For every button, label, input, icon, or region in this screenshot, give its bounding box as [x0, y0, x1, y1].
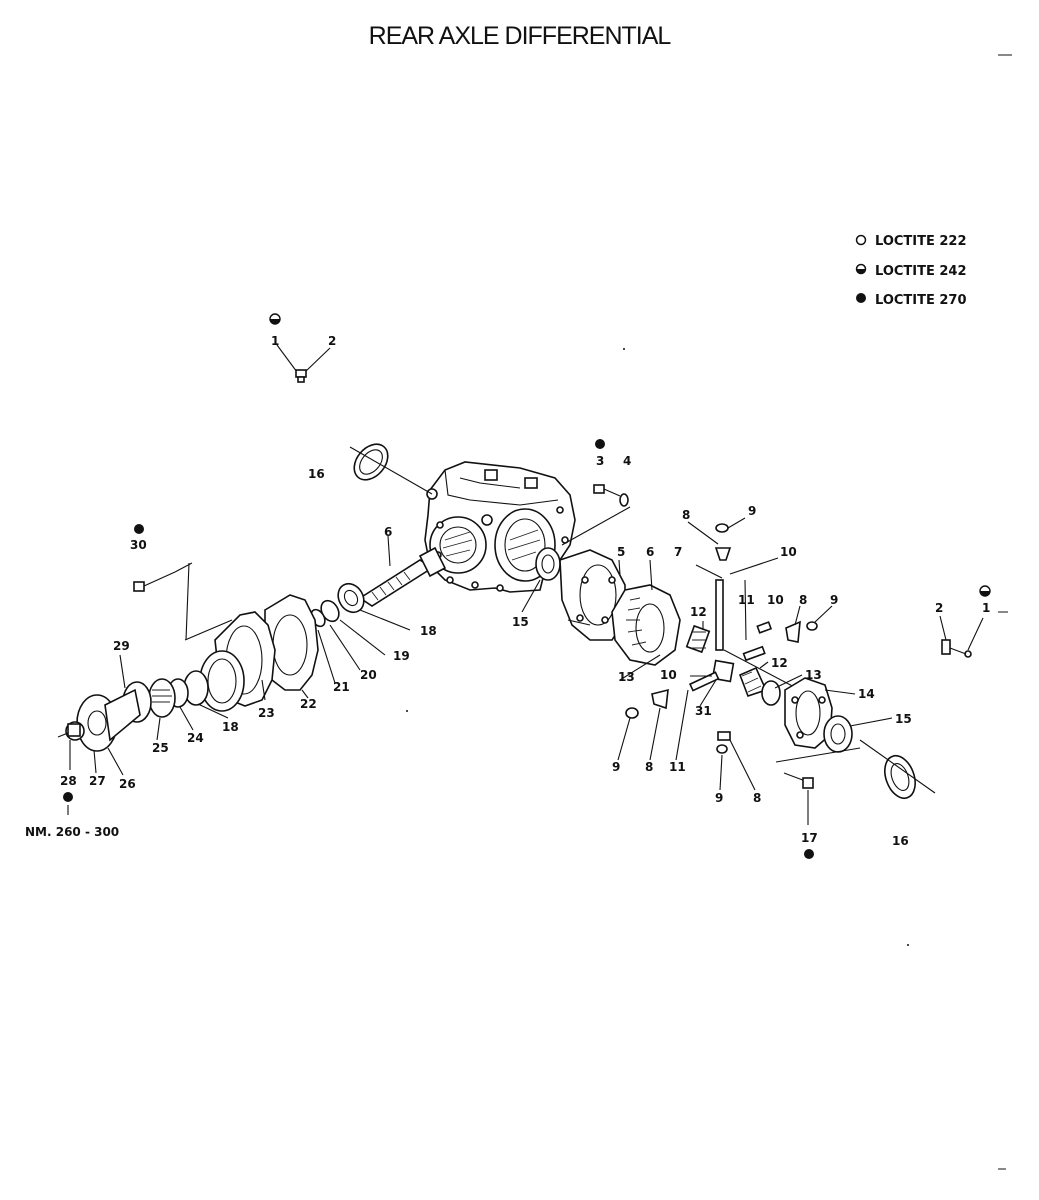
housing-cover [184, 594, 319, 712]
part-label: 9 [830, 593, 838, 607]
part-label: 29 [113, 639, 130, 653]
upper-oil-seal [349, 443, 433, 495]
housing-bolt [561, 439, 631, 546]
part-label: 26 [119, 777, 136, 791]
half-circle-icon [269, 313, 281, 325]
part-label: 1 [271, 334, 279, 348]
legend-item-loctite-222: LOCTITE 222 [875, 234, 967, 249]
part-label: 12 [690, 605, 707, 619]
part-label: 15 [512, 615, 529, 629]
legend-item-loctite-270: LOCTITE 270 [875, 293, 967, 308]
part-label: 16 [308, 467, 325, 481]
torque-note: NM. 260 - 300 [25, 825, 119, 839]
filled-circle-icon [856, 293, 866, 303]
part-label: 9 [612, 760, 620, 774]
part-label: 18 [420, 624, 437, 638]
legend-item-loctite-242: LOCTITE 242 [875, 264, 967, 279]
pinion-bearings [310, 582, 411, 684]
part-label: 6 [384, 525, 392, 539]
part-label: 8 [753, 791, 761, 805]
part-label: 6 [646, 545, 654, 559]
part-label: 5 [617, 545, 625, 559]
right-bolt-group [939, 585, 991, 658]
part-label: 12 [771, 656, 788, 670]
part-label: 8 [799, 593, 807, 607]
part-label: 19 [393, 649, 410, 663]
part-label: 20 [360, 668, 377, 682]
part-label: 10 [767, 593, 784, 607]
part-label: 15 [895, 712, 912, 726]
part-label: 11 [738, 593, 755, 607]
filled-circle-icon [63, 792, 73, 802]
part-label: 8 [682, 508, 690, 522]
part-label: 7 [674, 545, 682, 559]
pinion-shaft [358, 535, 447, 607]
part-label: 11 [669, 760, 686, 774]
part-label: 1 [982, 601, 990, 615]
part-labels: 1 2 16 3 4 30 6 8 9 5 6 7 10 11 10 8 9 1… [60, 334, 990, 848]
part-label: 3 [596, 454, 604, 468]
part-label: 2 [935, 601, 943, 615]
top-bolt-group [269, 313, 331, 383]
part-label: 17 [801, 831, 818, 845]
cover-bolt [133, 524, 193, 641]
yoke-flange-assembly [57, 670, 209, 752]
part-label: 30 [130, 538, 147, 552]
part-label: 13 [805, 668, 822, 682]
half-circle-icon [979, 585, 991, 597]
spider-gear-set [625, 523, 818, 754]
part-label: 23 [258, 706, 275, 720]
part-label: 2 [328, 334, 336, 348]
part-label: 9 [715, 791, 723, 805]
leader-lines [93, 517, 893, 791]
differential-case [535, 547, 681, 666]
part-label: 9 [748, 504, 756, 518]
part-label: 31 [695, 704, 712, 718]
part-label: 21 [333, 680, 350, 694]
right-bolt [783, 772, 814, 859]
part-label: 16 [892, 834, 909, 848]
half-circle-icon [855, 263, 867, 275]
diagram-title: REAR AXLE DIFFERENTIAL [368, 22, 672, 50]
part-label: 10 [780, 545, 797, 559]
part-label: 25 [152, 741, 169, 755]
part-label: 28 [60, 774, 77, 788]
part-label: 27 [89, 774, 106, 788]
legend: LOCTITE 222 LOCTITE 242 LOCTITE 270 [855, 234, 967, 308]
open-circle-icon [855, 234, 867, 246]
filled-circle-icon [134, 524, 144, 534]
part-label: 8 [645, 760, 653, 774]
part-label: 14 [858, 687, 875, 701]
part-label: 18 [222, 720, 239, 734]
part-label: 22 [300, 697, 317, 711]
part-label: 10 [660, 668, 677, 682]
filled-circle-icon [595, 439, 605, 449]
part-label: 4 [623, 454, 631, 468]
filled-circle-icon [804, 849, 814, 859]
right-case-half [775, 677, 936, 800]
part-label: 24 [187, 731, 204, 745]
